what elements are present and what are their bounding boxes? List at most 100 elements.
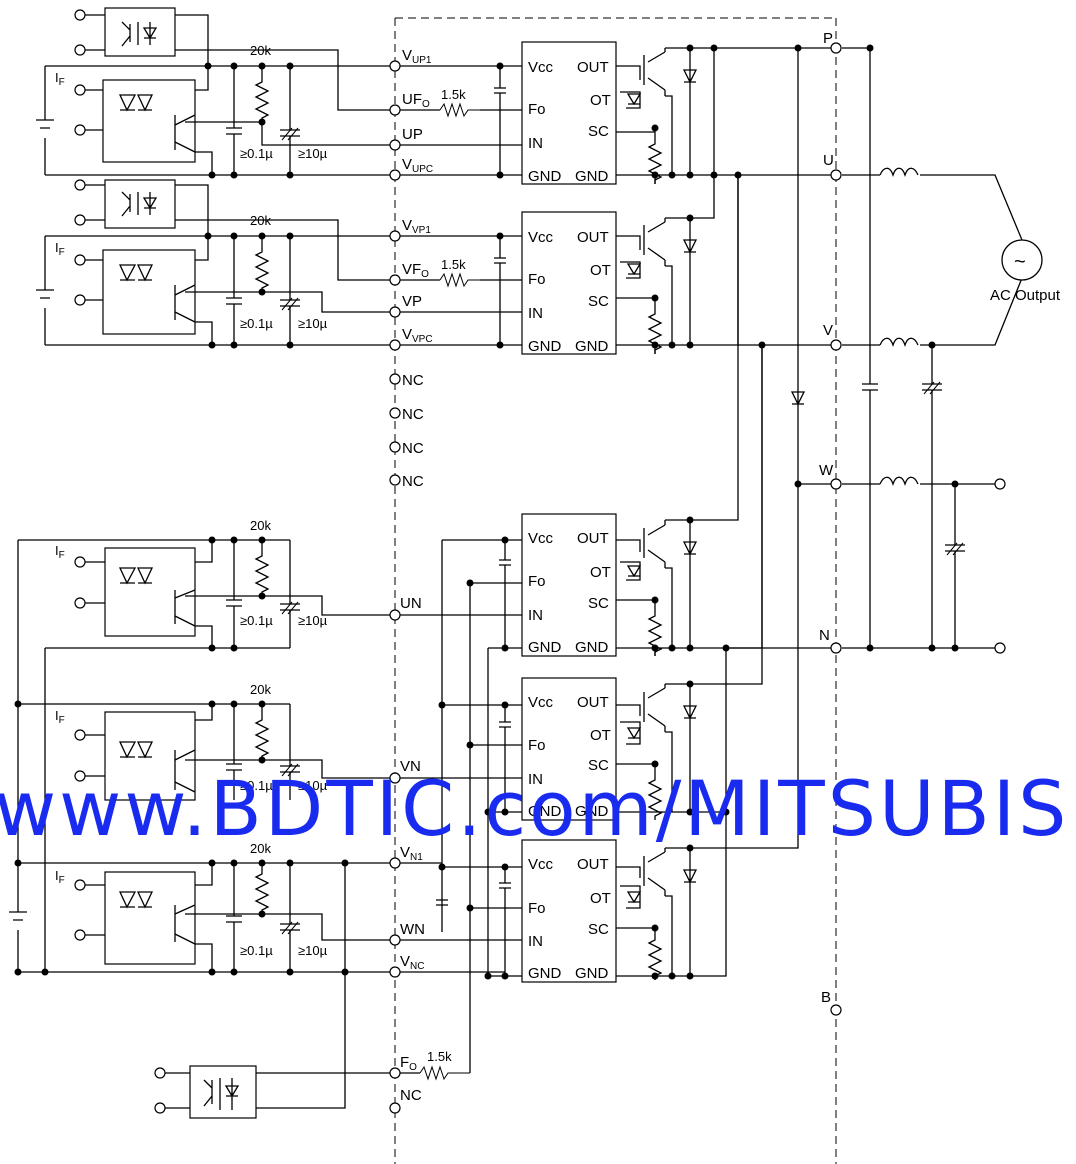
lower-u-input-circuit: 20k ≥0.1µ ≥10µ IF bbox=[18, 518, 395, 652]
driver-ic-wn bbox=[521, 839, 617, 983]
svg-text:VUP1: VUP1 bbox=[402, 47, 432, 66]
upper-v-input-circuit: 20k ≥0.1µ ≥10µ IF bbox=[36, 179, 395, 349]
lower-v-input-circuit: 20k ≥0.1µ ≥10µ IF bbox=[14, 682, 395, 801]
c-large-value: ≥10µ bbox=[298, 613, 328, 628]
svg-text:GND: GND bbox=[528, 639, 562, 656]
watermark: www.BDTIC.com/MITSUBISHI bbox=[0, 764, 1076, 853]
svg-text:Fo: Fo bbox=[528, 573, 546, 590]
svg-text:GND: GND bbox=[575, 338, 609, 355]
svg-text:VFO: VFO bbox=[402, 261, 429, 280]
input-optocoupler bbox=[104, 547, 196, 637]
svg-text:VUPC: VUPC bbox=[402, 156, 433, 175]
if-label: IF bbox=[55, 70, 65, 88]
svg-text:W: W bbox=[819, 462, 834, 479]
fault-optocoupler bbox=[104, 7, 176, 57]
svg-text:GND: GND bbox=[575, 168, 609, 185]
module-pins: VUP1 UFO UP VUPC VVP1 VFO VP VVPC NC NC … bbox=[389, 47, 433, 1114]
svg-text:UP: UP bbox=[402, 126, 423, 143]
c-large-value: ≥10µ bbox=[298, 146, 328, 161]
r-value: 20k bbox=[250, 841, 271, 856]
svg-text:V: V bbox=[823, 322, 833, 339]
svg-text:1.5k: 1.5k bbox=[427, 1049, 452, 1064]
svg-text:VVPC: VVPC bbox=[402, 326, 433, 345]
power-stage: ~ AC Output bbox=[616, 44, 1061, 981]
driver-ic-un bbox=[521, 513, 617, 657]
svg-text:GND: GND bbox=[575, 639, 609, 656]
gate-driver-ics bbox=[521, 41, 617, 983]
c-large-value: ≥10µ bbox=[298, 778, 328, 793]
load-label: AC Output bbox=[990, 287, 1061, 304]
svg-text:OUT: OUT bbox=[577, 229, 609, 246]
svg-text:U: U bbox=[823, 152, 834, 169]
svg-text:OUT: OUT bbox=[577, 59, 609, 76]
svg-text:N: N bbox=[819, 627, 830, 644]
upper-u-input-circuit: 20k ≥0.1µ ≥10µ IF bbox=[36, 7, 395, 179]
svg-text:Vcc: Vcc bbox=[528, 694, 554, 711]
ic-pin-labels: Vcc Fo IN GND OUT OT SC GND Vcc Fo IN GN… bbox=[528, 59, 611, 982]
svg-text:OT: OT bbox=[590, 890, 611, 907]
igbt-un bbox=[616, 516, 698, 657]
svg-text:OUT: OUT bbox=[577, 530, 609, 547]
fault-output-circuit bbox=[154, 1065, 395, 1119]
r-value: 20k bbox=[250, 43, 271, 58]
input-optocoupler bbox=[104, 711, 196, 801]
svg-text:GND: GND bbox=[528, 803, 562, 820]
svg-text:UN: UN bbox=[400, 595, 422, 612]
svg-text:Fo: Fo bbox=[528, 271, 546, 288]
r-value: 20k bbox=[250, 682, 271, 697]
svg-text:SC: SC bbox=[588, 757, 609, 774]
svg-text:Vcc: Vcc bbox=[528, 530, 554, 547]
svg-text:OUT: OUT bbox=[577, 856, 609, 873]
svg-text:IN: IN bbox=[528, 135, 543, 152]
driver-ic-up bbox=[521, 41, 617, 185]
input-optocoupler bbox=[102, 79, 196, 163]
c-large-value: ≥10µ bbox=[298, 316, 328, 331]
input-optocoupler bbox=[104, 871, 196, 965]
igbt-vn bbox=[616, 680, 698, 821]
power-pins: P U V W N B bbox=[819, 30, 842, 1016]
c-large-value: ≥10µ bbox=[298, 943, 328, 958]
svg-text:NC: NC bbox=[402, 473, 424, 490]
c-small-value: ≥0.1µ bbox=[240, 316, 273, 331]
igbt-up bbox=[616, 44, 698, 185]
igbt-wn bbox=[616, 844, 698, 981]
svg-text:OT: OT bbox=[590, 92, 611, 109]
svg-text:WN: WN bbox=[400, 921, 425, 938]
svg-text:VP: VP bbox=[402, 293, 422, 310]
svg-text:GND: GND bbox=[528, 168, 562, 185]
fault-optocoupler bbox=[104, 179, 176, 229]
svg-text:FO: FO bbox=[400, 1054, 417, 1073]
svg-text:Vcc: Vcc bbox=[528, 856, 554, 873]
svg-text:P: P bbox=[823, 30, 833, 47]
c-small-value: ≥0.1µ bbox=[240, 778, 273, 793]
svg-text:OUT: OUT bbox=[577, 694, 609, 711]
r-value: 20k bbox=[250, 213, 271, 228]
ic-input-wiring: 1.5k 1.5k 1.5k bbox=[395, 62, 522, 1081]
svg-text:Vcc: Vcc bbox=[528, 59, 554, 76]
svg-text:GND: GND bbox=[528, 965, 562, 982]
svg-text:SC: SC bbox=[588, 123, 609, 140]
igbt-vp bbox=[616, 214, 698, 355]
svg-text:SC: SC bbox=[588, 595, 609, 612]
if-label: IF bbox=[55, 868, 65, 886]
if-label: IF bbox=[55, 543, 65, 561]
ac-source-icon bbox=[1001, 239, 1043, 281]
lower-w-input-circuit: 20k ≥0.1µ ≥10µ IF bbox=[9, 540, 395, 1109]
driver-ic-vn bbox=[521, 677, 617, 821]
if-label: IF bbox=[55, 708, 65, 726]
if-label: IF bbox=[55, 240, 65, 258]
svg-text:OT: OT bbox=[590, 727, 611, 744]
c-small-value: ≥0.1µ bbox=[240, 146, 273, 161]
driver-ic-vp bbox=[521, 211, 617, 355]
svg-text:IN: IN bbox=[528, 305, 543, 322]
svg-text:NC: NC bbox=[400, 1087, 422, 1104]
svg-text:VN1: VN1 bbox=[400, 844, 423, 863]
svg-text:VNC: VNC bbox=[400, 953, 424, 972]
svg-text:VVP1: VVP1 bbox=[402, 217, 431, 236]
svg-text:OT: OT bbox=[590, 262, 611, 279]
svg-text:OT: OT bbox=[590, 564, 611, 581]
svg-text:IN: IN bbox=[528, 771, 543, 788]
svg-text:Fo: Fo bbox=[528, 737, 546, 754]
fault-optocoupler bbox=[189, 1065, 257, 1119]
